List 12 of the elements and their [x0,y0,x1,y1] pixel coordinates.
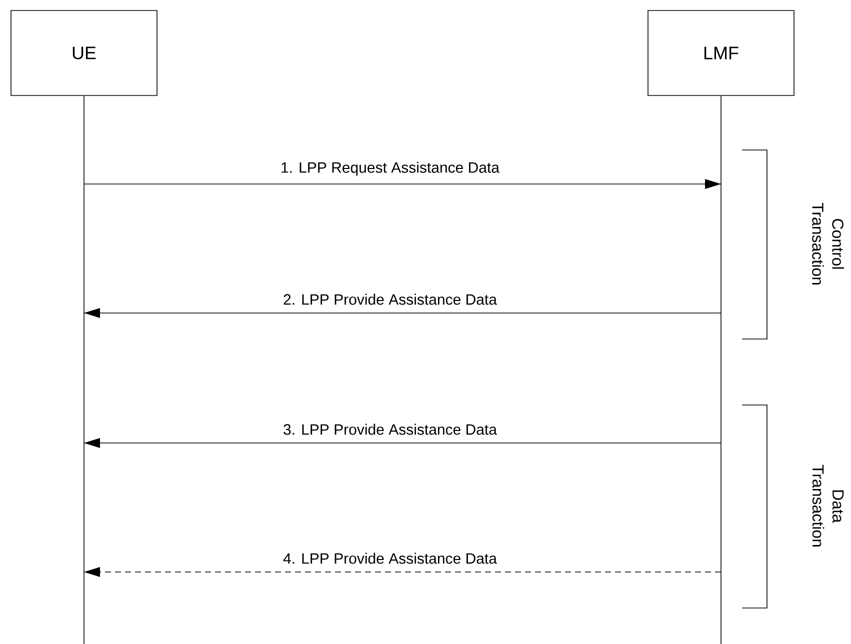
message-arrow [84,308,722,318]
edge-label: 1. LPP Request Assistance Data [282,162,500,176]
message-arrow [84,567,722,577]
edge-label: 3. LPP Provide Assistance Data [284,424,497,435]
message-arrow [84,438,722,448]
message-arrow [84,179,722,189]
transaction-label: Control Transaction [812,202,844,284]
edge-label: 4. LPP Provide Assistance Data [283,552,497,564]
transaction-label: Data Transaction [812,464,844,546]
participant-box: LMF [648,10,794,96]
participant-box: UE [10,10,158,96]
edge-label: 2. LPP Provide Assistance Data [284,294,497,305]
